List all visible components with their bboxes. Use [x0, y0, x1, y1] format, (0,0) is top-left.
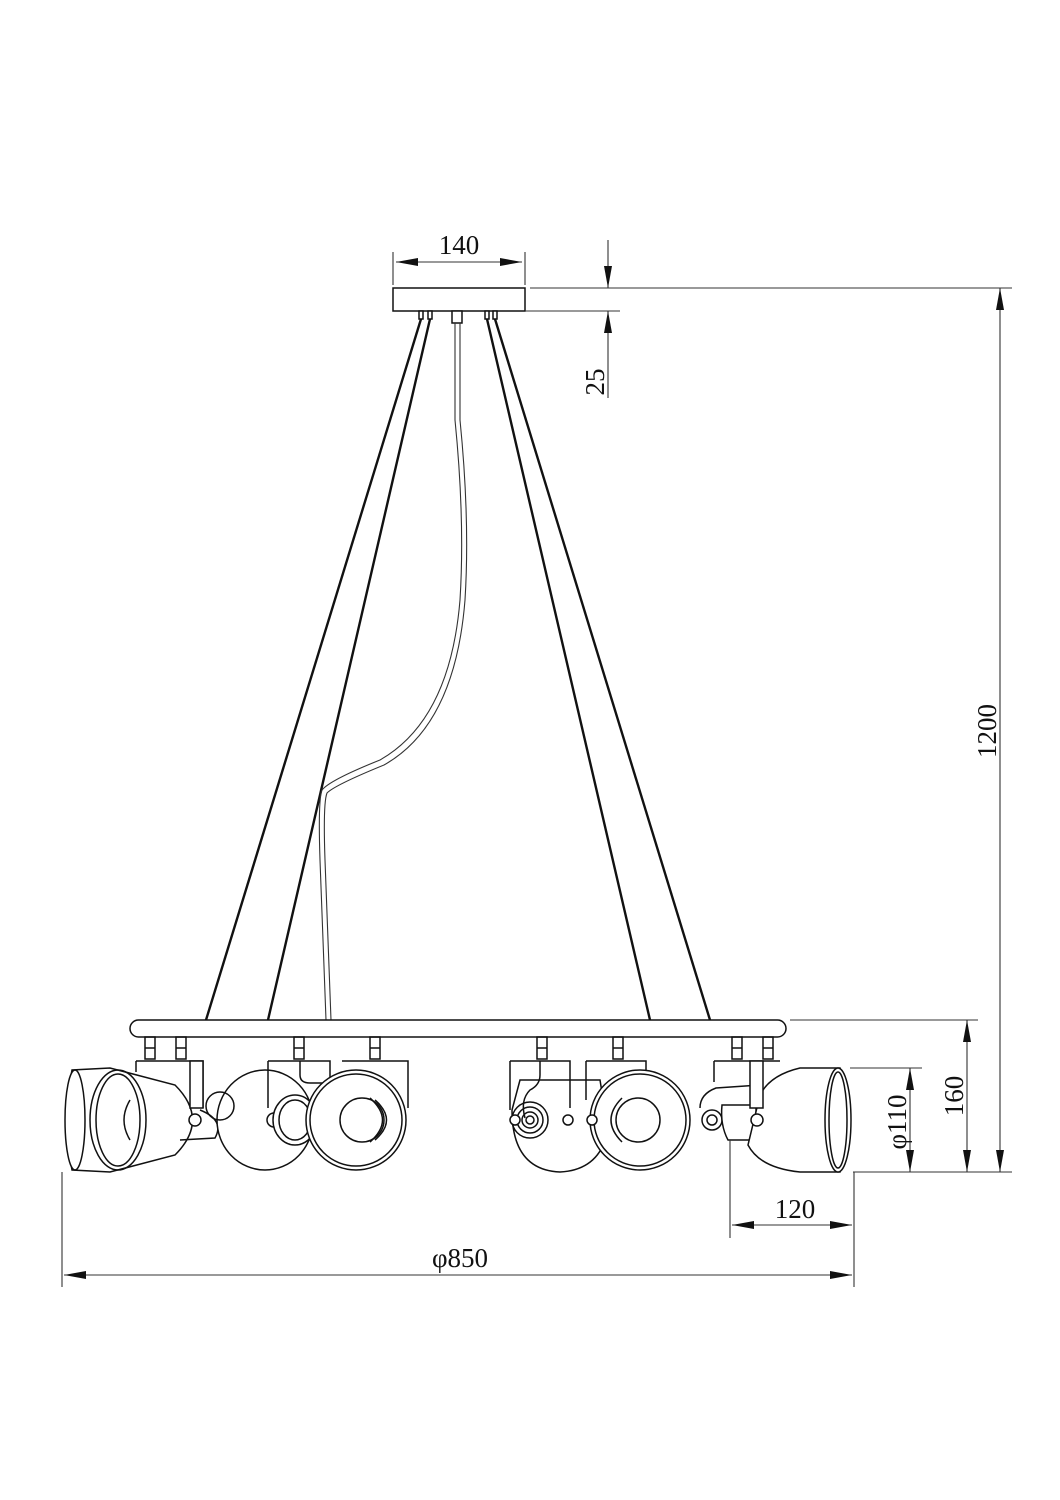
spot-head-1 — [64, 1067, 194, 1173]
spot-head-7 — [699, 1060, 780, 1141]
dimension-head-depth: 120 — [729, 1140, 855, 1287]
dim-canopy-width-label: 140 — [439, 230, 480, 260]
dimension-canopy-width: 140 — [392, 230, 526, 285]
dim-head-depth-label: 120 — [775, 1194, 816, 1224]
ring-frame — [129, 1019, 787, 1038]
spot-head-5 — [509, 1060, 609, 1173]
hangers — [144, 1036, 774, 1060]
spot-head-8 — [747, 1060, 852, 1173]
dim-shade-diameter-label: φ110 — [882, 1094, 912, 1149]
dimension-canopy-height: 25 — [525, 240, 1012, 398]
dimension-shade-diameter: φ110 — [850, 1067, 922, 1172]
dimension-head-height: 160 — [790, 1019, 978, 1172]
spot-head-6 — [585, 1060, 691, 1171]
dimension-overall-height: 1200 — [972, 288, 1004, 1172]
spot-head-4 — [305, 1060, 409, 1171]
dim-head-height-label: 160 — [939, 1076, 969, 1117]
suspension-rods — [204, 318, 712, 1021]
dim-overall-height-label: 1200 — [972, 704, 1002, 758]
dimension-overall-diameter: φ850 — [61, 1172, 852, 1287]
canopy — [392, 287, 526, 324]
bracket-1 — [135, 1060, 219, 1141]
power-cable — [318, 323, 468, 1021]
dim-canopy-height-label: 25 — [580, 369, 610, 396]
spot-head-3 — [266, 1060, 331, 1146]
dim-overall-diameter-label: φ850 — [432, 1243, 488, 1273]
